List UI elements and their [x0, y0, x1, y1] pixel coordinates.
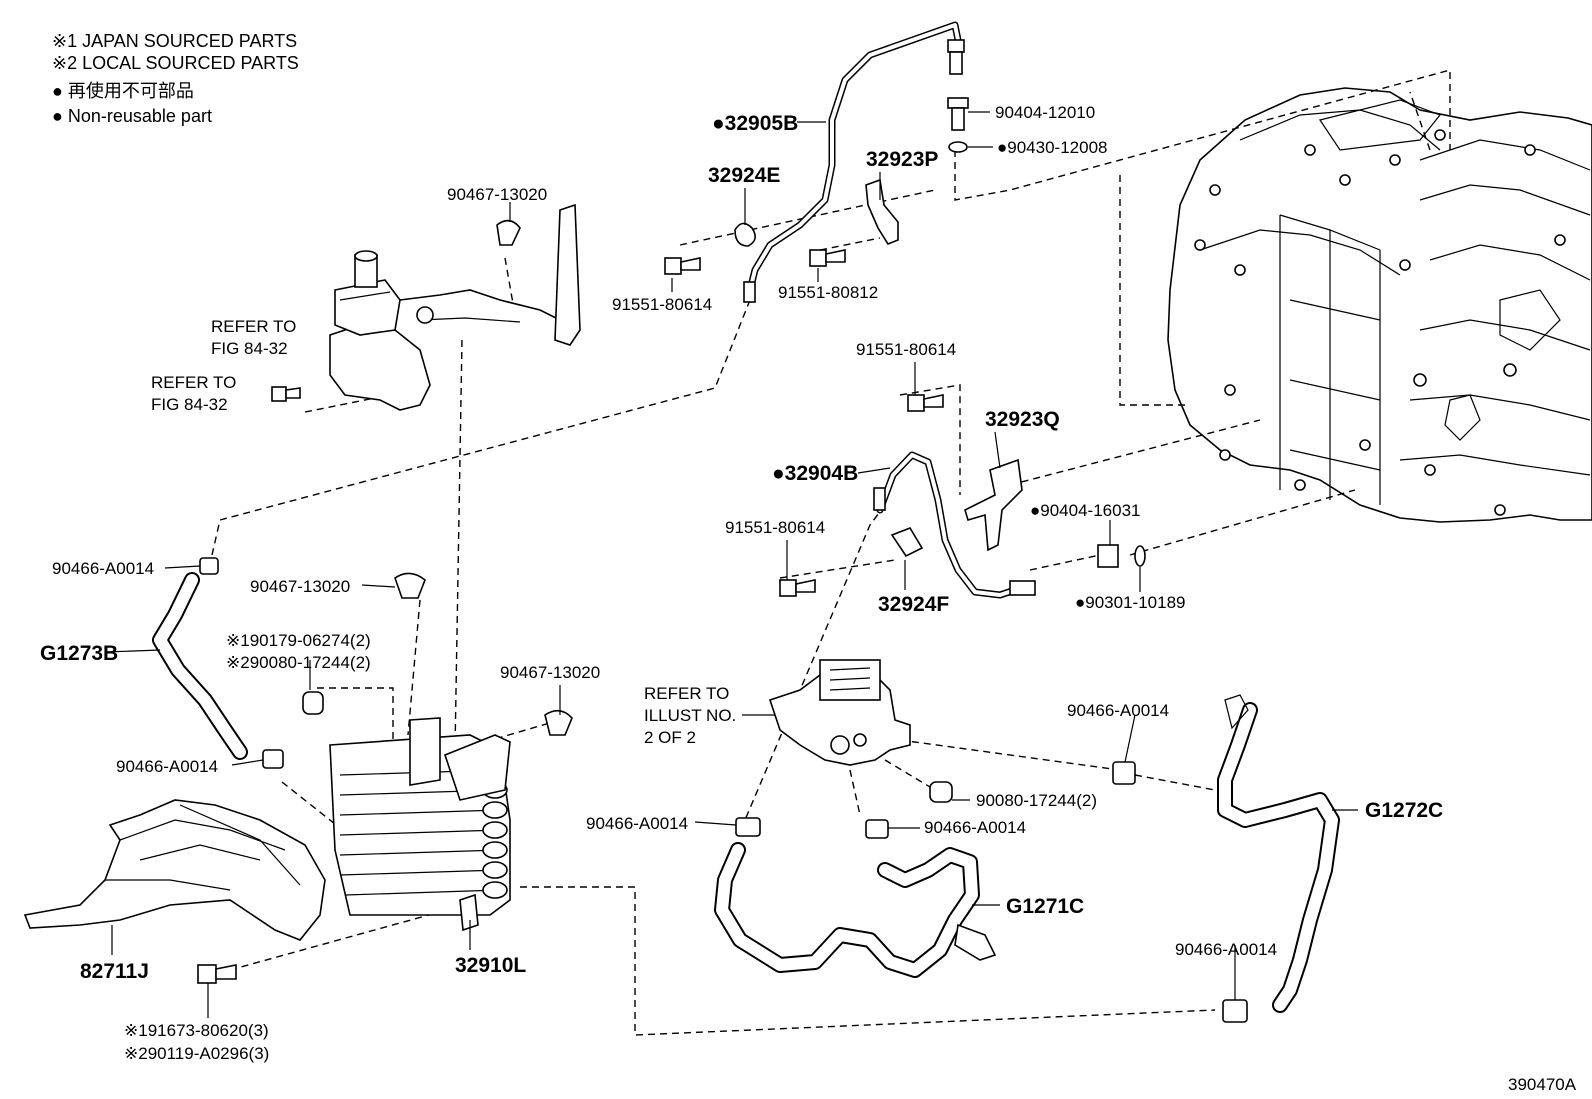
legend-japan-sourced: ※1 JAPAN SOURCED PARTS	[52, 31, 297, 51]
legend: ※1 JAPAN SOURCED PARTS ※2 LOCAL SOURCED …	[52, 31, 299, 126]
refer-to-fig-a-line1: REFER TO	[211, 317, 296, 336]
refer-to-illust-line1: REFER TO	[644, 684, 729, 703]
thermostat-housing-illustration	[768, 659, 911, 766]
label-91551-80614-a: 91551-80614	[612, 295, 712, 314]
transaxle-housing-illustration	[1167, 87, 1592, 523]
water-pump-illustration	[329, 203, 581, 411]
label-190179-06274: ※190179-06274(2)	[226, 631, 371, 650]
label-90466-a0014-b: 90466-A0014	[116, 757, 218, 776]
label-90430-12008: ●90430-12008	[997, 138, 1107, 157]
label-32923p: 32923P	[866, 148, 938, 171]
label-32924e: 32924E	[708, 164, 780, 187]
label-90080-17244: 90080-17244(2)	[976, 791, 1097, 810]
oil-pipes	[743, 21, 1036, 599]
label-191673-80620: ※191673-80620(3)	[124, 1021, 269, 1040]
refer-to-illust-line3: 2 OF 2	[644, 728, 696, 747]
label-90404-16031: ●90404-16031	[1030, 501, 1140, 520]
legend-non-reusable-jp: ● 再使用不可部品	[52, 81, 194, 101]
label-g1273b: G1273B	[40, 642, 118, 665]
label-90467-13020-b: 90467-13020	[250, 577, 350, 596]
label-32924f: 32924F	[878, 593, 949, 616]
label-90404-12010: 90404-12010	[995, 103, 1095, 122]
label-32905b: ●32905B	[712, 112, 798, 135]
label-32904b: ●32904B	[772, 462, 858, 485]
label-90466-a0014-a: 90466-A0014	[52, 559, 154, 578]
label-32923q: 32923Q	[985, 408, 1060, 431]
refer-to-fig-a-line2: FIG 84-32	[211, 339, 288, 358]
hardware	[197, 97, 1248, 1023]
label-90466-a0014-d: 90466-A0014	[586, 814, 688, 833]
label-90466-a0014-c: 90466-A0014	[1067, 701, 1169, 720]
bolt-91551-80614-b	[907, 394, 944, 412]
label-90467-13020-c: 90467-13020	[500, 663, 600, 682]
refer-to-illust-line2: ILLUST NO.	[644, 706, 736, 725]
oil-cooler-32910l	[329, 717, 511, 932]
dashed-leader-lines	[211, 69, 1451, 1036]
part-labels: ●32905B 90404-12010 ●90430-12008 32924E …	[40, 103, 1443, 1063]
refer-to-fig-b-line2: FIG 84-32	[151, 395, 228, 414]
label-90466-a0014-e: 90466-A0014	[924, 818, 1026, 837]
under-cover-82711j	[23, 799, 326, 941]
label-g1271c: G1271C	[1006, 895, 1084, 918]
label-g1272c: G1272C	[1365, 799, 1443, 822]
solid-leader-lines	[105, 111, 1358, 1018]
legend-local-sourced: ※2 LOCAL SOURCED PARTS	[52, 53, 299, 73]
bolt-91551-80812	[809, 249, 846, 267]
hose-g1273b	[152, 572, 248, 760]
label-91551-80812: 91551-80812	[778, 283, 878, 302]
label-290080-17244: ※290080-17244(2)	[226, 653, 371, 672]
bolt-91551-80614-c	[779, 579, 816, 597]
label-290119-a0296: ※290119-A0296(3)	[124, 1044, 269, 1063]
hose-g1272c	[1217, 694, 1340, 1013]
label-32910l: 32910L	[455, 954, 526, 977]
legend-non-reusable-en: ● Non-reusable part	[52, 106, 212, 126]
label-90301-10189: ●90301-10189	[1075, 593, 1185, 612]
label-82711j: 82711J	[80, 960, 149, 983]
hose-g1271c	[714, 842, 997, 978]
label-90467-13020-a: 90467-13020	[447, 185, 547, 204]
refer-to-fig-b-line1: REFER TO	[151, 373, 236, 392]
label-91551-80614-b: 91551-80614	[856, 340, 956, 359]
figure-id: 390470A	[1508, 1075, 1577, 1094]
bolt-91551-80614-a	[664, 257, 701, 275]
label-91551-80614-c: 91551-80614	[725, 518, 825, 537]
reference-notes: REFER TO FIG 84-32 REFER TO FIG 84-32 RE…	[151, 317, 736, 747]
label-90466-a0014-f: 90466-A0014	[1175, 940, 1277, 959]
